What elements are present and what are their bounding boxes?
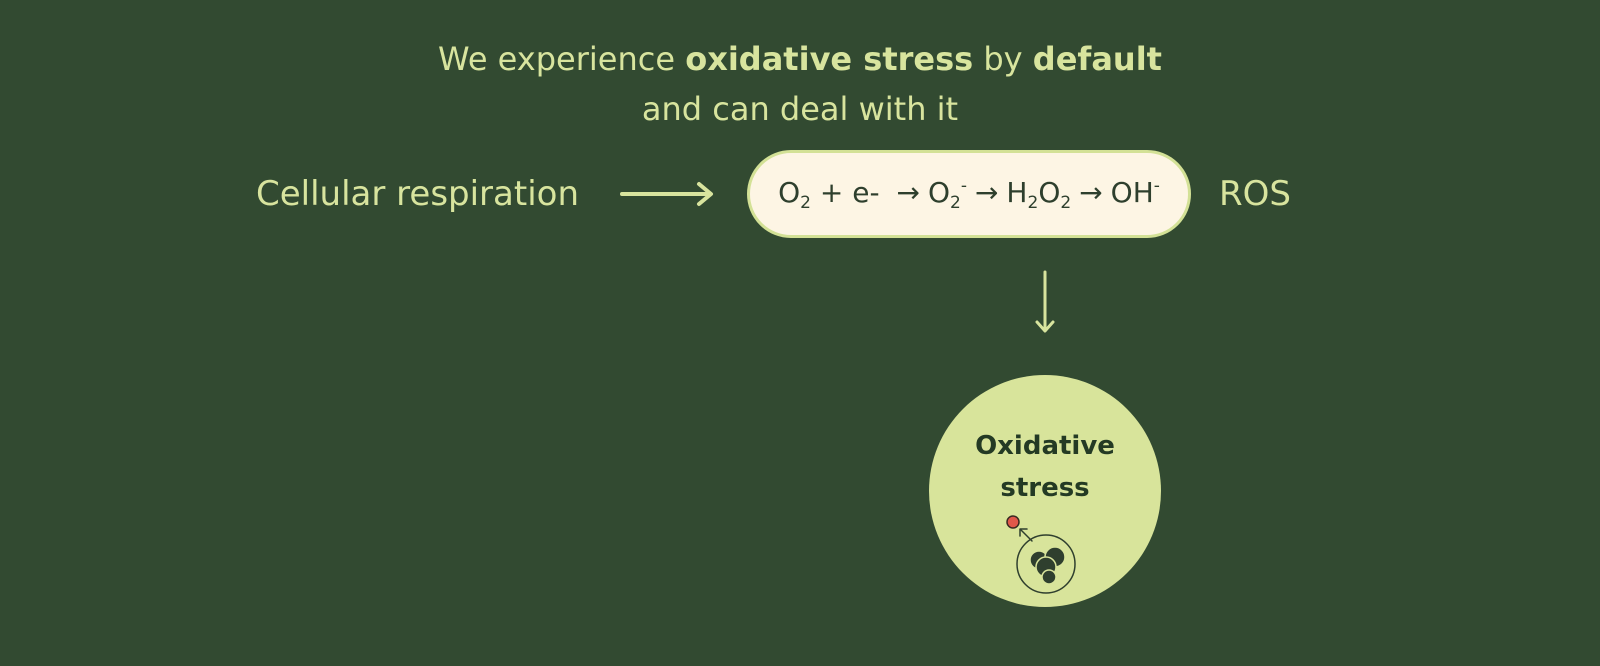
reaction-arrow-icon: → [1079, 175, 1103, 209]
headline-emphasis-oxidative-stress: oxidative stress [685, 40, 974, 78]
headline-text: by [973, 40, 1033, 78]
headline: We experience oxidative stress by defaul… [0, 34, 1600, 134]
headline-line-1: We experience oxidative stress by defaul… [0, 34, 1600, 84]
arrow-down-icon [1035, 270, 1055, 333]
molecule-icon [1006, 515, 1076, 594]
reaction-arrow-icon: → [896, 175, 920, 209]
headline-emphasis-default: default [1032, 40, 1162, 78]
reaction-arrow-icon: → [974, 175, 999, 209]
headline-text: We experience [438, 40, 686, 78]
reaction-equation: O2 + e- →O2-→H2O2→OH- [778, 175, 1160, 213]
cellular-respiration-label: Cellular respiration [256, 174, 579, 214]
ros-label: ROS [1219, 174, 1291, 214]
arrow-right-icon [620, 182, 713, 206]
reaction-chain-box: O2 + e- →O2-→H2O2→OH- [747, 150, 1191, 238]
oxidative-stress-node: Oxidative stress [929, 375, 1161, 607]
headline-line-2: and can deal with it [641, 90, 959, 128]
oxidative-stress-label: Oxidative stress [975, 431, 1115, 503]
